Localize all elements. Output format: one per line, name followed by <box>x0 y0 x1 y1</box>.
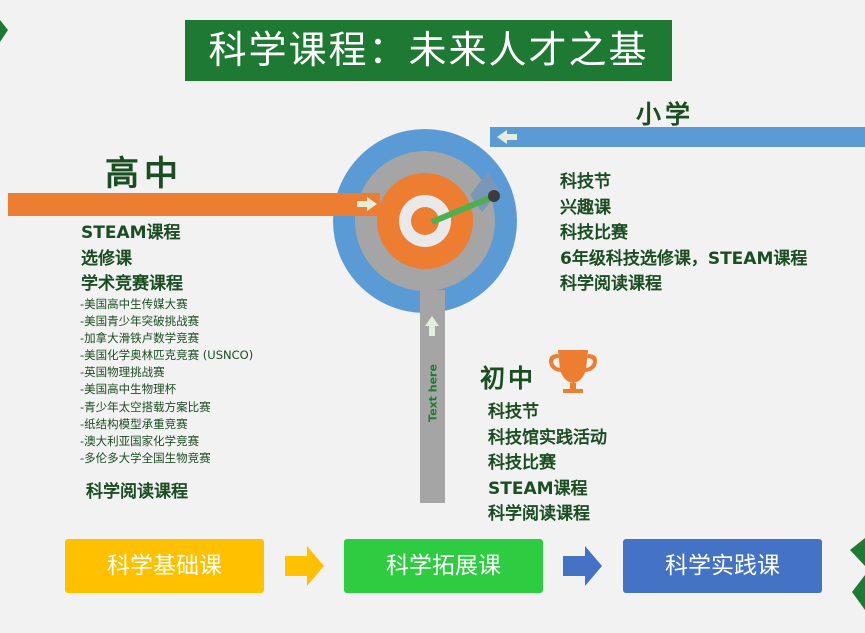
list-item: 科技比赛 <box>488 453 556 473</box>
list-item: 科学阅读课程 <box>560 274 662 294</box>
list-item: STEAM课程 <box>488 478 588 499</box>
list-item: -澳大利亚国家化学竞赛 <box>80 433 200 448</box>
list-item: 科技节 <box>560 172 611 192</box>
page-title: 科学课程：未来人才之基 <box>185 20 672 81</box>
corner-decoration <box>0 20 8 42</box>
vertical-label: Text here <box>426 364 440 422</box>
arrow-right-icon <box>285 546 324 586</box>
high-school-heading: 高中 <box>105 154 183 194</box>
middle-school-heading: 初中 <box>480 364 537 393</box>
primary-band <box>490 127 865 147</box>
list-item: 科技比赛 <box>560 223 628 243</box>
list-item: 6年级科技选修课，STEAM课程 <box>560 248 808 269</box>
stage-foundation: 科学基础课 <box>65 539 264 593</box>
list-item: -美国高中生物理杯 <box>80 382 177 397</box>
corner-decoration <box>852 575 865 610</box>
list-item: -美国化学奥林匹克竞赛 (USNCO) <box>80 348 254 363</box>
list-item: -青少年太空搭载方案比赛 <box>80 399 211 414</box>
list-item: -美国高中生传媒大赛 <box>80 297 188 311</box>
dart-shaft <box>430 193 496 225</box>
list-item: -纸结构模型承重竞赛 <box>80 416 188 431</box>
primary-school-heading: 小学 <box>636 100 695 129</box>
high-school-footer: 科学阅读课程 <box>86 482 188 502</box>
primary-school-list: 科技节 兴趣课 科技比赛 6年级科技选修课，STEAM课程 科学阅读课程 <box>560 170 807 298</box>
list-item: 科学阅读课程 <box>488 504 590 524</box>
arrow-left-icon <box>497 130 517 144</box>
arrow-right-icon <box>357 197 377 211</box>
arrow-up-icon <box>425 316 439 336</box>
corner-decoration <box>850 538 865 566</box>
dart-tail <box>488 190 500 202</box>
target-center <box>411 207 439 235</box>
list-item: -加拿大滑铁卢数学竞赛 <box>80 331 200 346</box>
list-item: 学术竞赛课程 <box>81 274 183 294</box>
stage-extension: 科学拓展课 <box>344 539 543 593</box>
list-item: -英国物理挑战赛 <box>80 365 165 380</box>
high-band <box>8 193 380 216</box>
list-item: STEAM课程 <box>81 223 181 243</box>
list-item: -多伦多大学全国生物竞赛 <box>80 450 211 465</box>
competition-list: -美国高中生传媒大赛 -美国青少年突破挑战赛 -加拿大滑铁卢数学竞赛 -美国化学… <box>80 296 253 467</box>
arrow-right-icon <box>563 546 602 586</box>
list-item: 科技节 <box>488 402 539 422</box>
list-item: 兴趣课 <box>560 197 611 218</box>
stage-practice: 科学实践课 <box>623 539 822 593</box>
list-item: 选修课 <box>81 248 132 269</box>
high-school-list: STEAM课程 选修课 学术竞赛课程 <box>81 221 183 298</box>
list-item: -美国青少年突破挑战赛 <box>80 314 200 329</box>
trophy-icon <box>549 350 597 393</box>
list-item: 科技馆实践活动 <box>488 427 607 448</box>
middle-school-list: 科技节 科技馆实践活动 科技比赛 STEAM课程 科学阅读课程 <box>488 400 607 528</box>
